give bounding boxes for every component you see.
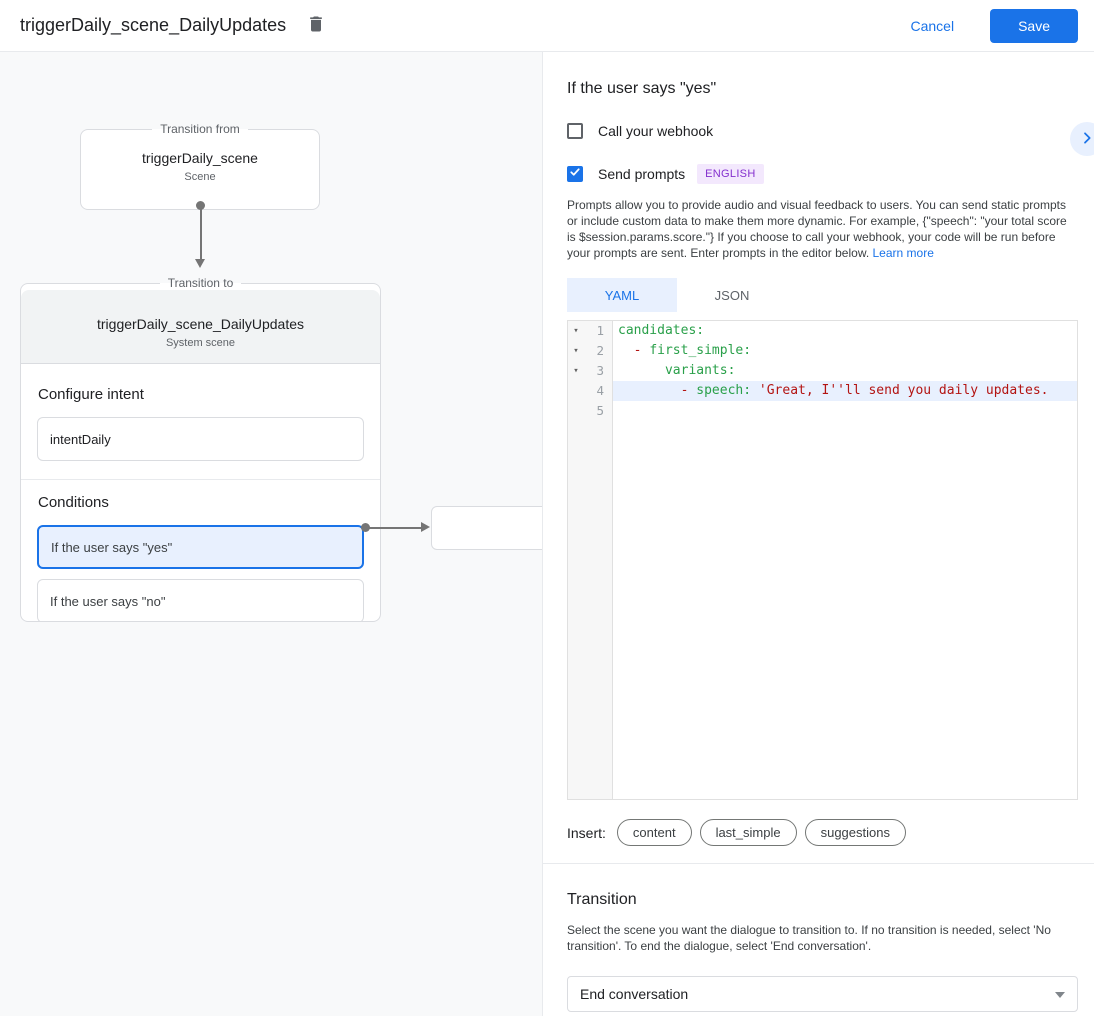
editor-gutter: ▾2 <box>568 341 613 361</box>
transition-from-node[interactable]: Transition from triggerDaily_scene Scene <box>80 122 320 210</box>
from-scene-type: Scene <box>184 171 216 183</box>
transition-select[interactable]: End conversation <box>567 976 1078 1012</box>
tab-json[interactable]: JSON <box>714 287 750 303</box>
to-scene-name: triggerDaily_scene_DailyUpdates <box>97 316 304 332</box>
to-scene-body: Configure intent intentDaily Conditions … <box>21 364 380 621</box>
learn-more-link[interactable]: Learn more <box>872 246 934 260</box>
configure-intent-label: Configure intent <box>38 386 144 403</box>
editor-gutter: ▾1 <box>568 321 613 341</box>
scene-flow-canvas: Transition from triggerDaily_scene Scene… <box>0 52 543 1016</box>
code-line-content <box>613 401 1077 421</box>
chevron-right-icon <box>1079 130 1094 149</box>
main-layout: Transition from triggerDaily_scene Scene… <box>0 52 1094 1016</box>
code-line[interactable]: 5 <box>568 401 1077 421</box>
prompts-description-text: Prompts allow you to provide audio and v… <box>567 198 1067 260</box>
condition-detail-panel: If the user says "yes" Call your webhook… <box>543 52 1094 1016</box>
panel-section-divider <box>543 863 1094 864</box>
panel-title: If the user says "yes" <box>567 80 717 97</box>
line-number: 2 <box>596 343 604 358</box>
insert-label: Insert: <box>567 824 606 841</box>
line-number: 5 <box>596 403 604 418</box>
to-scene-header[interactable]: triggerDaily_scene_DailyUpdates System s… <box>21 290 380 364</box>
prompts-description: Prompts allow you to provide audio and v… <box>567 197 1078 261</box>
intent-item[interactable]: intentDaily <box>37 417 364 461</box>
send-prompts-label: Send prompts <box>598 166 686 182</box>
conditions-label: Conditions <box>38 494 109 511</box>
line-number: 1 <box>596 323 604 338</box>
tab-yaml[interactable]: YAML <box>567 278 677 312</box>
send-prompts-checkbox[interactable] <box>567 166 583 182</box>
code-line[interactable]: ▾3 variants: <box>568 361 1077 381</box>
code-line-content: candidates: <box>618 323 705 338</box>
webhook-label: Call your webhook <box>598 123 714 139</box>
condition-connector-arrowhead <box>421 522 430 532</box>
condition-connector-line <box>367 527 423 529</box>
code-line-content: - first_simple: <box>633 343 752 358</box>
collapse-panel-button[interactable] <box>1070 122 1094 156</box>
webhook-checkbox[interactable] <box>567 123 583 139</box>
transition-section: Transition Select the scene you want the… <box>543 864 1094 1012</box>
condition-item-no[interactable]: If the user says "no" <box>37 579 364 621</box>
cancel-button[interactable]: Cancel <box>894 10 970 42</box>
transition-description: Select the scene you want the dialogue t… <box>567 923 1051 953</box>
flow-connector-arrowhead <box>195 259 205 268</box>
transition-select-value: End conversation <box>580 986 689 1002</box>
code-line-content: variants: <box>664 363 736 378</box>
card-divider <box>21 479 380 480</box>
checkmark-icon <box>569 165 581 183</box>
top-bar: triggerDaily_scene_DailyUpdates Cancel S… <box>0 0 1094 52</box>
send-prompts-row[interactable]: Send prompts ENGLISH <box>567 164 1078 184</box>
insert-chip-last-simple[interactable]: last_simple <box>699 819 797 846</box>
trash-icon <box>306 14 326 37</box>
to-scene-type: System scene <box>165 337 236 349</box>
editor-format-tabs: YAML JSON <box>567 278 1078 312</box>
code-line[interactable]: 4 - speech: 'Great, I''ll send you daily… <box>568 381 1077 401</box>
condition-item-yes[interactable]: If the user says "yes" <box>37 525 364 569</box>
condition-connector-dot <box>361 523 370 532</box>
transition-to-legend: Transition to <box>167 276 234 290</box>
condition-target-node[interactable] <box>431 506 542 550</box>
language-badge: ENGLISH <box>697 164 764 184</box>
editor-gutter: ▾3 <box>568 361 613 381</box>
call-webhook-row[interactable]: Call your webhook <box>567 123 1078 139</box>
code-line-content: - speech: 'Great, I''ll send you daily u… <box>613 381 1077 401</box>
line-number: 3 <box>596 363 604 378</box>
transition-title: Transition <box>567 891 637 908</box>
fold-arrow-icon[interactable]: ▾ <box>573 366 579 376</box>
from-scene-name: triggerDaily_scene <box>142 150 258 166</box>
line-number: 4 <box>596 383 604 398</box>
editor-gutter: 4 <box>568 381 613 401</box>
fold-arrow-icon[interactable]: ▾ <box>573 326 579 336</box>
transition-to-node: Transition to triggerDaily_scene_DailyUp… <box>20 276 381 622</box>
dropdown-caret-icon <box>1055 992 1065 998</box>
editor-gutter: 5 <box>568 401 613 421</box>
transition-from-legend: Transition from <box>160 122 240 136</box>
page-title: triggerDaily_scene_DailyUpdates <box>20 15 287 35</box>
insert-chip-row: Insert: content last_simple suggestions <box>567 819 1078 846</box>
save-button[interactable]: Save <box>990 8 1078 43</box>
insert-chip-suggestions[interactable]: suggestions <box>804 819 906 846</box>
code-line[interactable]: ▾2 - first_simple: <box>568 341 1077 361</box>
insert-chip-content[interactable]: content <box>616 819 692 846</box>
delete-scene-button[interactable] <box>304 14 328 38</box>
prompt-handler-section: If the user says "yes" Call your webhook… <box>543 52 1094 846</box>
flow-connector-line <box>200 208 202 260</box>
flow-connector-dot <box>196 201 205 210</box>
fold-arrow-icon[interactable]: ▾ <box>573 346 579 356</box>
